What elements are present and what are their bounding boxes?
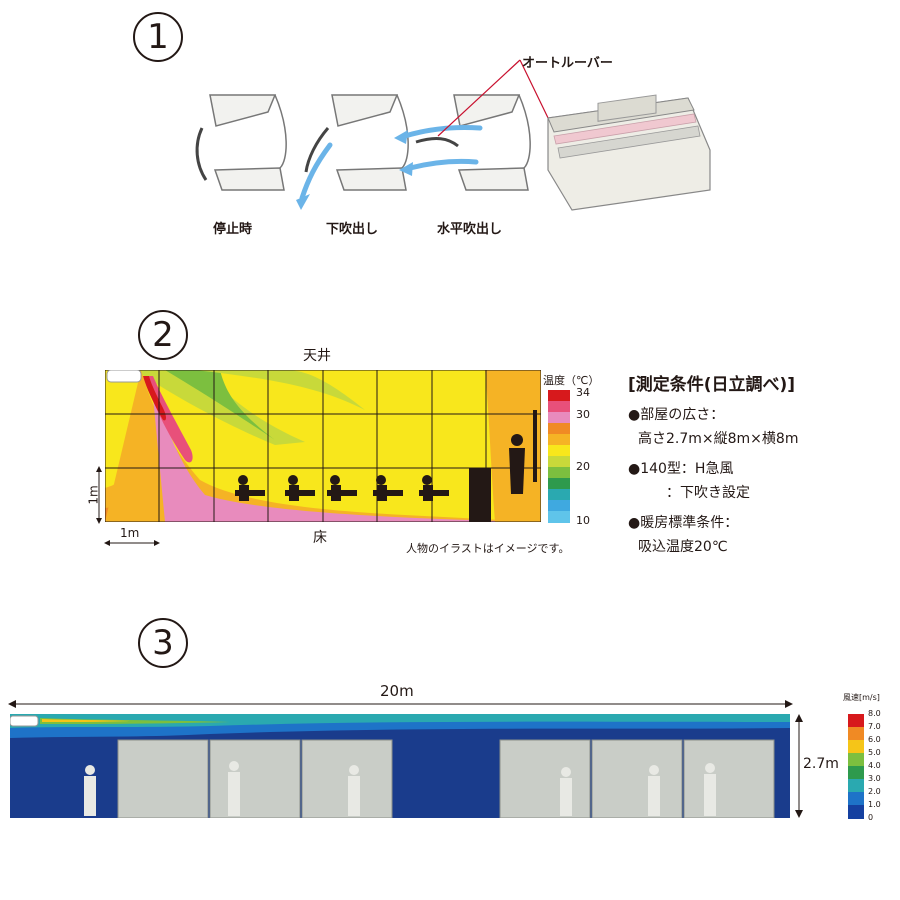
floor-label: 床 (313, 530, 327, 546)
temp-legend-swatch (548, 456, 570, 468)
temp-legend-swatch (548, 511, 570, 523)
windspeed-legend-title: 風速[m/s] (843, 693, 880, 702)
condition-line-2: 高さ2.7m×縦8m×横8m (638, 431, 799, 447)
worker-figures (84, 761, 716, 816)
temp-tick-34: 34 (576, 386, 590, 399)
wind-legend-tick: 6.0 (868, 735, 881, 744)
temp-legend-swatch (548, 500, 570, 512)
temp-legend-swatch (548, 434, 570, 446)
state-down-label: 下吹出し (326, 222, 379, 237)
windspeed-legend-ticks: 8.0 7.0 6.0 5.0 4.0 3.0 2.0 1.0 0 (868, 710, 898, 822)
section-2-number: 2 (138, 310, 188, 360)
condition-line-5: ●暖房標準条件： (628, 515, 739, 531)
temp-legend-swatch (548, 401, 570, 413)
section-3-number: 3 (138, 618, 188, 668)
temperature-legend-bar (548, 390, 570, 523)
louver-horizontal (415, 94, 531, 191)
height-dimension (795, 714, 803, 818)
wind-legend-swatch (848, 753, 864, 767)
section-1-number: 1 (133, 12, 183, 62)
horizontal-scale (104, 540, 160, 546)
temp-legend-swatch (548, 412, 570, 424)
horizontal-flow-arrow-2 (407, 158, 479, 171)
temp-legend-swatch (548, 467, 570, 479)
temp-legend-swatch (548, 390, 570, 402)
wind-legend-tick: 8.0 (868, 709, 881, 718)
airflow-map (10, 714, 790, 818)
classroom-silhouettes (235, 410, 537, 522)
condition-line-6: 吸込温度20℃ (638, 539, 728, 555)
temp-tick-10: 10 (576, 514, 590, 527)
indoor-unit-icon (106, 370, 142, 383)
auto-louver-label: オートルーバー (522, 56, 613, 71)
wind-legend-tick: 7.0 (868, 722, 881, 731)
windspeed-legend-bar (848, 714, 864, 819)
wind-legend-swatch (848, 792, 864, 806)
indoor-unit-icon-3 (10, 715, 39, 727)
width-label: 20m (380, 682, 414, 700)
state-horizontal-label: 水平吹出し (437, 222, 503, 237)
louver-diagram (195, 59, 711, 211)
temp-legend-swatch (548, 445, 570, 457)
state-stopped-label: 停止時 (213, 222, 253, 237)
wind-legend-swatch (848, 727, 864, 741)
wind-legend-tick: 0 (868, 813, 874, 822)
wind-legend-tick: 1.0 (868, 800, 881, 809)
wind-legend-tick: 5.0 (868, 748, 881, 757)
wind-legend-swatch (848, 740, 864, 754)
horizontal-scale-label: 1m (120, 526, 140, 540)
air-conditioner-unit (547, 94, 711, 211)
temp-tick-30: 30 (576, 408, 590, 421)
conditions-title: [測定条件(日立調べ)] (628, 375, 796, 395)
louver-down (304, 94, 409, 191)
temp-legend-swatch (548, 478, 570, 490)
vertical-scale-label: 1m (86, 485, 101, 505)
wind-legend-swatch (848, 714, 864, 728)
wind-legend-tick: 3.0 (868, 774, 881, 783)
condition-line-3: ●140型：H急風 (628, 461, 734, 477)
width-dimension (8, 700, 793, 708)
height-label: 2.7m (803, 756, 839, 772)
temp-legend-swatch (548, 423, 570, 435)
wind-legend-tick: 2.0 (868, 787, 881, 796)
condition-line-1: ●部屋の広さ： (628, 407, 725, 423)
wind-legend-swatch (848, 766, 864, 780)
louver-stopped (195, 94, 287, 191)
ceiling-label: 天井 (303, 348, 331, 364)
warehouse-racks (117, 739, 775, 818)
temp-legend-swatch (548, 489, 570, 501)
temperature-map (105, 370, 541, 522)
horizontal-flow-arrow-1 (402, 125, 483, 139)
down-flow-arrow (299, 142, 333, 201)
illustration-note: 人物のイラストはイメージです。 (406, 542, 570, 555)
temp-tick-20: 20 (576, 460, 590, 473)
condition-line-4: ：下吹き設定 (666, 485, 750, 501)
vertical-scale (96, 466, 102, 524)
wind-legend-swatch (848, 779, 864, 793)
wind-legend-tick: 4.0 (868, 761, 881, 770)
temperature-legend-title: 温度（℃） (543, 374, 600, 387)
wind-legend-swatch (848, 805, 864, 819)
